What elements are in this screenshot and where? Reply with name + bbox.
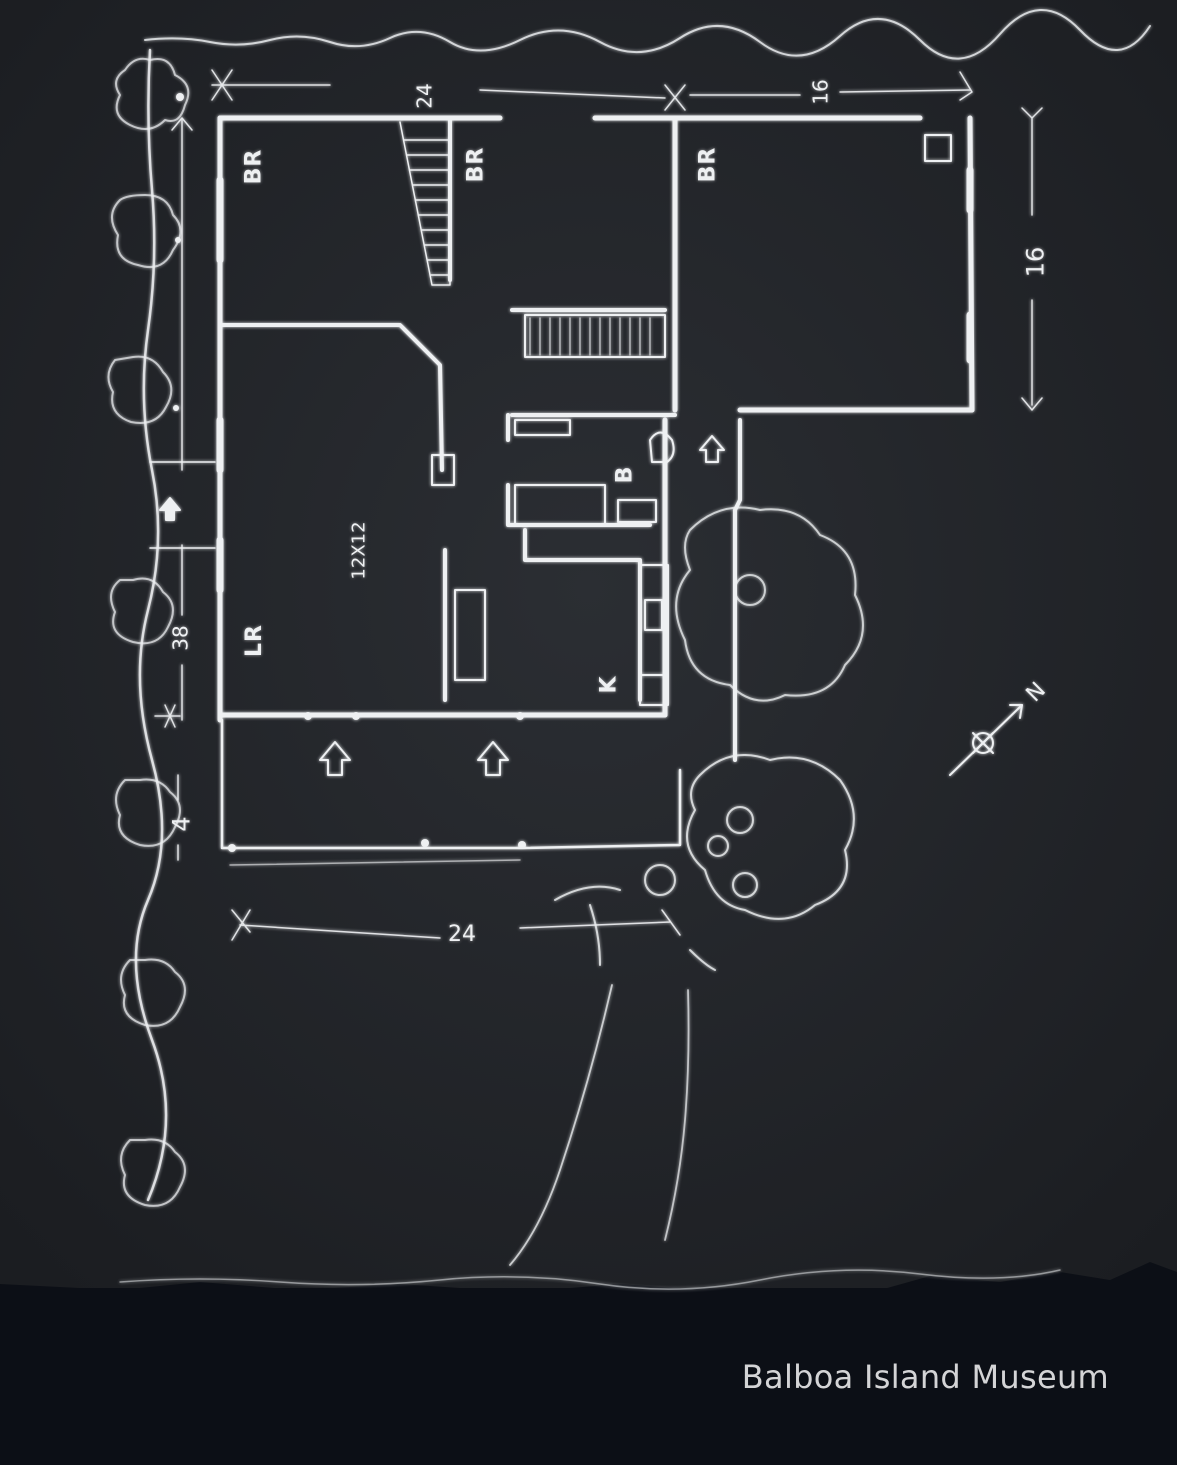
dimension-lines <box>154 69 1043 941</box>
path-line-right <box>664 989 690 1241</box>
shrub-row-left <box>107 57 190 1207</box>
room-label-br-2: BR <box>463 146 489 183</box>
path-line-left <box>509 984 613 1266</box>
property-line-top <box>144 9 1151 60</box>
room-label-br-1: BR <box>241 148 267 185</box>
dimension-top-24: 24 <box>412 83 437 109</box>
museum-watermark: Balboa Island Museum <box>741 1358 1109 1396</box>
property-line-left <box>134 48 168 1202</box>
fireplace <box>431 454 455 486</box>
room-label-k: K <box>596 675 622 694</box>
bushes-bottom <box>554 754 855 971</box>
dimension-left-38: 38 <box>168 625 193 651</box>
dimension-right-16: 16 <box>1021 246 1050 278</box>
dimension-top-16: 16 <box>808 79 833 105</box>
kitchen-counters <box>454 564 669 706</box>
window-marks <box>216 166 974 594</box>
room-label-lr: LR <box>241 624 267 657</box>
staircase <box>399 121 451 286</box>
chalkboard <box>0 0 1177 1304</box>
north-arrow <box>949 704 1023 776</box>
heater-box <box>924 134 952 162</box>
dimension-left-4: 4 <box>167 816 196 832</box>
room-label-br-3: BR <box>695 146 721 183</box>
tree-right <box>675 506 864 702</box>
entry-arrows <box>319 435 725 776</box>
living-room-size: 12X12 <box>348 521 370 580</box>
side-entry-arrow <box>159 497 181 521</box>
closet <box>524 314 666 358</box>
property-line-bottom <box>119 1269 1061 1290</box>
room-label-b: B <box>612 465 638 484</box>
dark-backing <box>0 1288 1177 1465</box>
patio-outline <box>220 718 682 850</box>
dimension-bottom-24: 24 <box>448 922 476 947</box>
bath-fixtures <box>514 419 675 526</box>
